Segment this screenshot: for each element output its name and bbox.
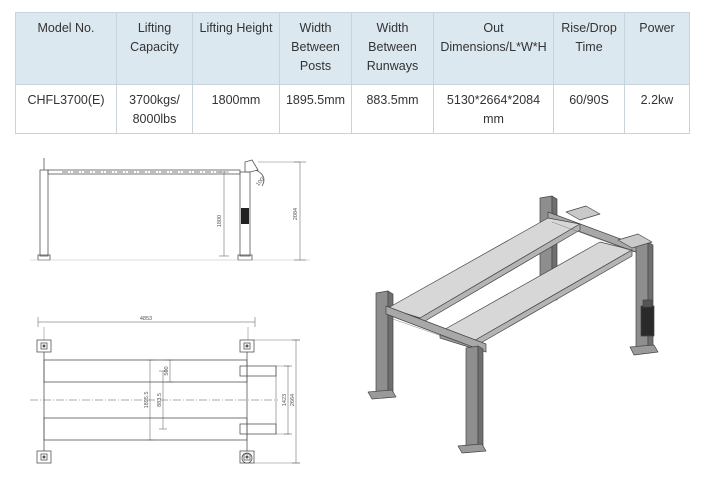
posts-width-dim-label: 1895.5: [144, 392, 150, 409]
header-power: Power: [624, 12, 690, 85]
cell-out-dimensions: 5130*2664*2084 mm: [433, 84, 554, 134]
cell-posts-width: 1895.5mm: [279, 84, 352, 134]
angle-dim-label: 100°: [255, 175, 267, 188]
cell-runways-width: 883.5mm: [351, 84, 434, 134]
header-rise-drop: Rise/Drop Time: [553, 12, 625, 85]
inner-dim-label: 1423: [282, 394, 288, 406]
runway-width-dim-label: 883.5: [157, 393, 163, 407]
header-model: Model No.: [15, 12, 117, 85]
cell-capacity: 3700kgs/ 8000lbs: [116, 84, 193, 134]
header-height: Lifting Height: [192, 12, 280, 85]
spec-table: Model No. Lifting Capacity Lifting Heigh…: [15, 12, 690, 134]
overall-height-dim-label: 2084: [293, 208, 299, 220]
runway-dim-label: 500: [164, 366, 170, 375]
overall-width-dim-label: 2664: [290, 394, 296, 406]
table-header-row: Model No. Lifting Capacity Lifting Heigh…: [15, 12, 690, 85]
cell-height: 1800mm: [192, 84, 280, 134]
height-dim-label: 1800: [217, 215, 223, 227]
table-row: CHFL3700(E) 3700kgs/ 8000lbs 1800mm 1895…: [15, 84, 690, 134]
cell-power: 2.2kw: [624, 84, 690, 134]
header-out-dimensions: Out Dimensions/L*W*H: [433, 12, 554, 85]
cell-model: CHFL3700(E): [15, 84, 117, 134]
cell-rise-drop: 60/90S: [553, 84, 625, 134]
header-posts-width: Width Between Posts: [279, 12, 352, 85]
length-dim-label: 4853: [140, 316, 152, 322]
